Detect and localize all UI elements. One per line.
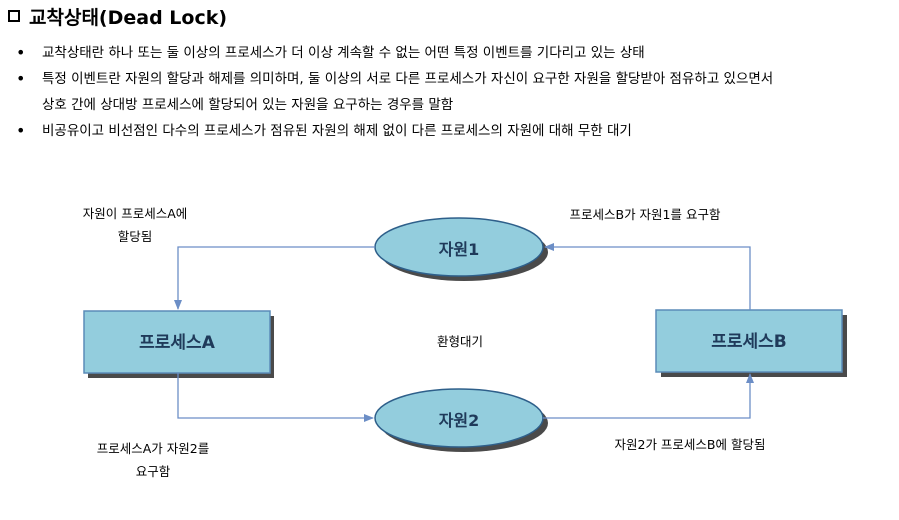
process-a-label: 프로세스A [139, 333, 215, 353]
process-b-label: 프로세스B [711, 332, 787, 352]
bullet-item: • 교착상태란 하나 또는 둘 이상의 프로세스가 더 이상 계속할 수 없는 … [16, 40, 896, 66]
slide-title-text: 교착상태(Dead Lock) [29, 6, 228, 29]
label-b-requests-resource1: 프로세스B가 자원1를 요구함 [569, 207, 721, 222]
bullet-item: • 특정 이벤트란 자원의 할당과 해제를 의미하며, 둘 이상의 서로 다른 … [16, 66, 896, 118]
arrow-process-a-to-resource2 [177, 373, 374, 422]
checkbox-square-icon [8, 10, 20, 22]
bullet-text: 특정 이벤트란 자원의 할당과 해제를 의미하며, 둘 이상의 서로 다른 프로… [42, 71, 774, 113]
bullet-list: • 교착상태란 하나 또는 둘 이상의 프로세스가 더 이상 계속할 수 없는 … [16, 40, 896, 144]
bullet-item: • 비공유이고 비선점인 다수의 프로세스가 점유된 자원의 해제 없이 다른 … [16, 118, 896, 144]
label-resource-allocated-to-a: 자원이 프로세스A에 할당됨 [82, 206, 188, 244]
bullet-text: 비공유이고 비선점인 다수의 프로세스가 점유된 자원의 해제 없이 다른 프로… [42, 123, 632, 139]
bullet-dot-icon: • [16, 43, 26, 62]
process-a-box [83, 310, 271, 374]
bullet-dot-icon: • [16, 121, 26, 140]
resource2-label: 자원2 [438, 411, 480, 430]
arrow-resource1-to-process-a [174, 246, 375, 310]
resource1-label: 자원1 [438, 240, 480, 259]
slide-title: 교착상태(Dead Lock) [8, 4, 228, 29]
bullet-dot-icon: • [16, 69, 26, 88]
arrow-process-b-to-resource1 [544, 243, 751, 310]
label-circular-wait: 환형대기 [436, 334, 483, 349]
bullet-text: 교착상태란 하나 또는 둘 이상의 프로세스가 더 이상 계속할 수 없는 어떤… [42, 45, 645, 61]
label-a-requests-resource2: 프로세스A가 자원2를 요구함 [96, 441, 210, 479]
arrow-resource2-to-process-b [543, 373, 754, 419]
label-resource2-allocated-to-b: 자원2가 프로세스B에 할당됨 [614, 437, 766, 452]
process-b-box [655, 309, 843, 373]
